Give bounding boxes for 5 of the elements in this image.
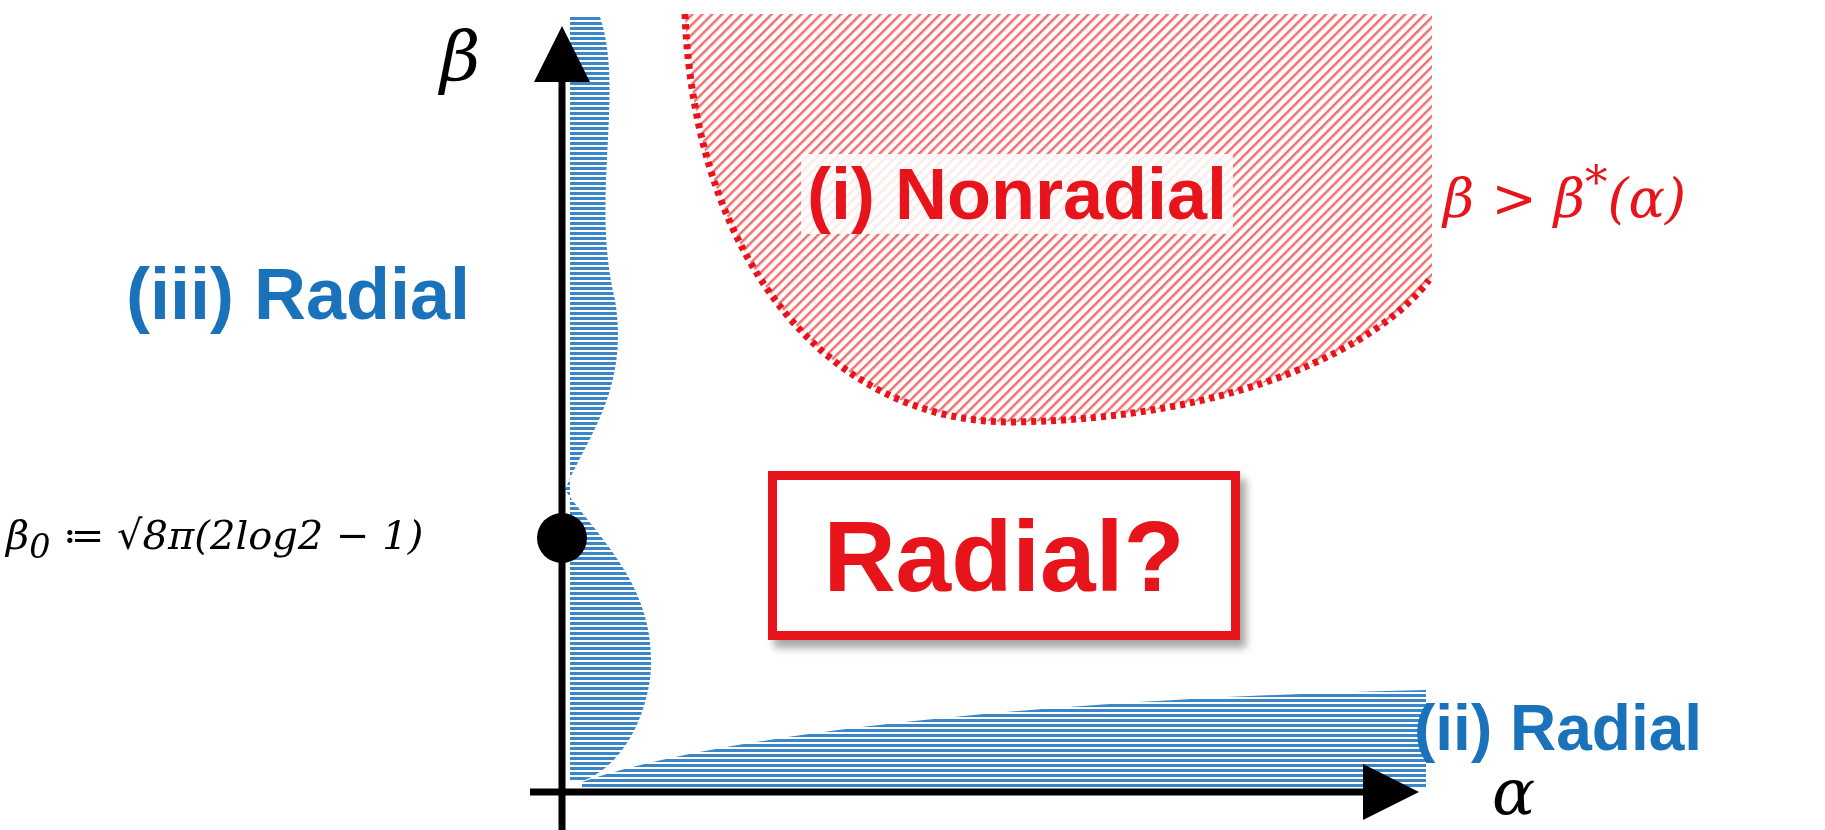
axis-label: α [1492,760,1536,824]
region-label: (i) Nonradial [801,154,1233,234]
condition-label: β > β$^{*}$(α) [1443,160,1687,226]
highlight-box: Radial? [768,471,1240,640]
point-label: β$_{0}$ ≔ √8π(2log2 − 1) [6,515,424,564]
